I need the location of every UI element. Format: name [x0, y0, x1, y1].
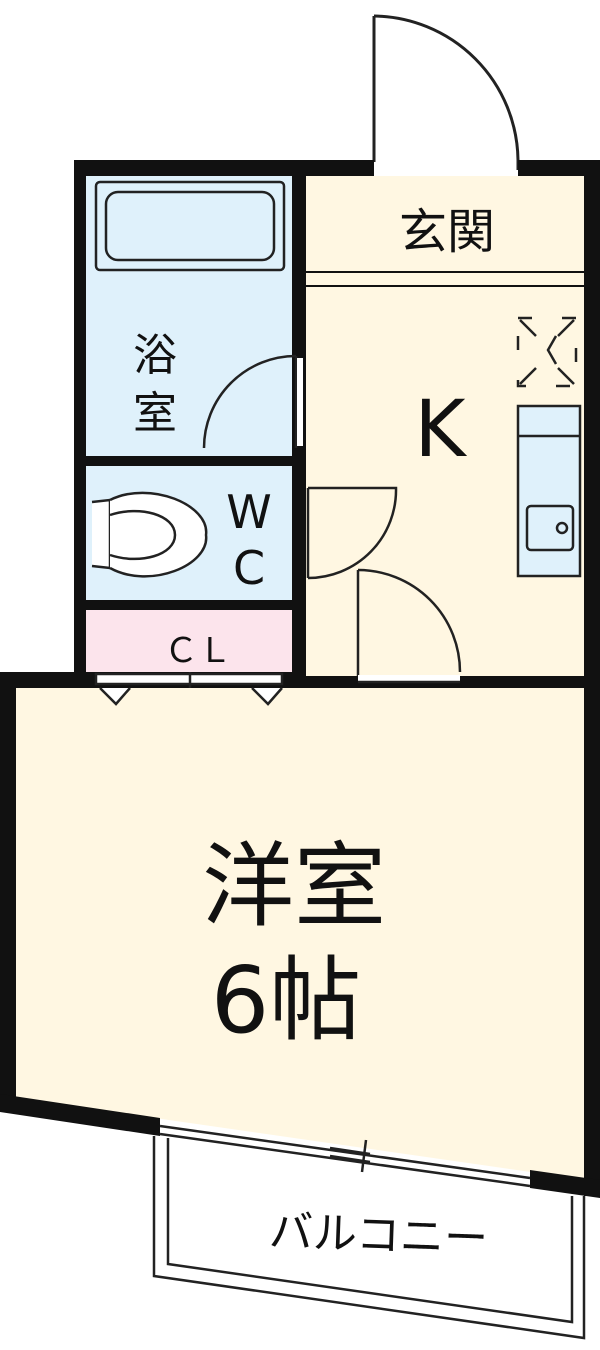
bathroom-label-1: 浴 — [133, 330, 177, 381]
wc-label-1: W — [226, 485, 271, 539]
closet-doors — [94, 672, 284, 706]
balcony-window — [159, 1124, 531, 1188]
sink-icon — [516, 404, 582, 578]
balcony-label: バルコニー — [268, 1206, 489, 1265]
western-room-door — [356, 568, 462, 684]
western-room-size: 6帖 — [211, 947, 362, 1054]
wc-door — [306, 486, 398, 580]
stove-icon — [516, 316, 578, 388]
entrance-floor — [306, 176, 588, 272]
toilet-icon — [91, 491, 208, 578]
bathroom-label-2: 室 — [133, 388, 177, 439]
balcony-outline — [152, 1136, 586, 1340]
closet-label: ＣＬ — [164, 631, 232, 671]
entrance-door — [372, 14, 520, 170]
closet-floor — [86, 610, 292, 672]
kitchen-label: K — [414, 385, 467, 475]
wc-label-2: C — [233, 541, 265, 595]
bathroom-floor — [86, 176, 292, 456]
bathtub-icon — [94, 180, 286, 272]
entrance-label: 玄関 — [399, 204, 495, 260]
western-room-label: 洋室 — [202, 833, 386, 940]
western-room-floor — [16, 682, 586, 1180]
bathroom-door — [202, 354, 303, 449]
